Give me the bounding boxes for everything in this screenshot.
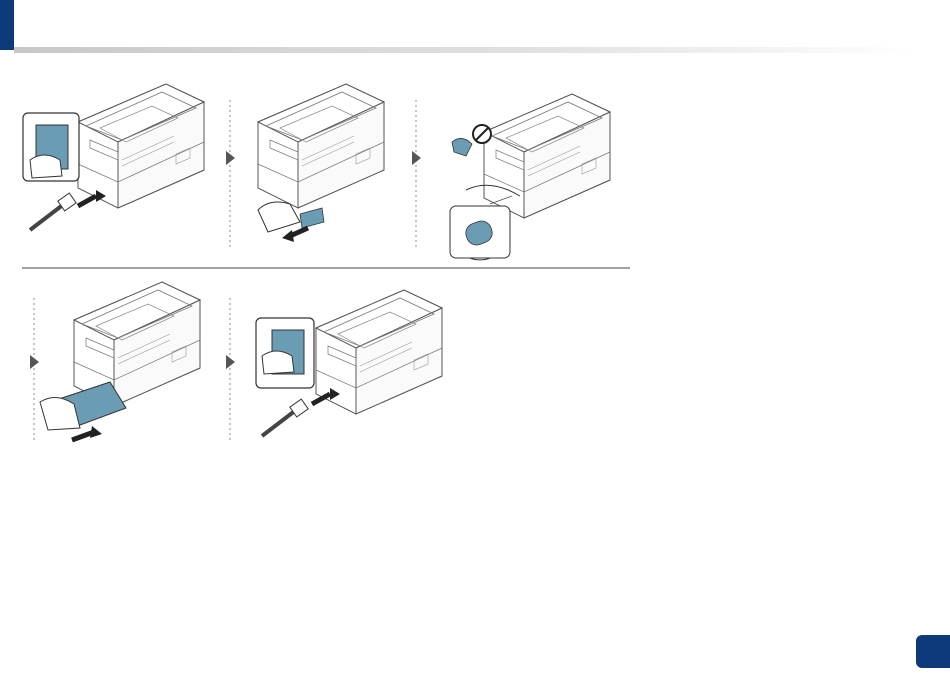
page-number-badge	[916, 635, 950, 668]
power-switch-icon	[23, 113, 79, 181]
step-4-illustration	[40, 282, 200, 440]
next-step-arrow-icon	[226, 355, 235, 369]
printer-illustration	[78, 84, 204, 208]
step-1-illustration	[23, 84, 204, 230]
insert-tray-icon	[40, 382, 126, 440]
printer-illustration	[258, 84, 384, 208]
unplug-cable-icon	[30, 190, 106, 230]
step-3-illustration	[450, 94, 610, 260]
next-step-arrow-icon	[412, 151, 421, 165]
step-2-illustration	[258, 84, 384, 242]
next-step-arrow-icon	[226, 151, 235, 165]
next-step-arrow-icon	[30, 355, 39, 369]
power-switch-icon	[256, 318, 314, 388]
plug-cable-icon	[262, 388, 340, 436]
pull-tray-icon	[258, 202, 324, 242]
step-5-illustration	[256, 290, 442, 436]
